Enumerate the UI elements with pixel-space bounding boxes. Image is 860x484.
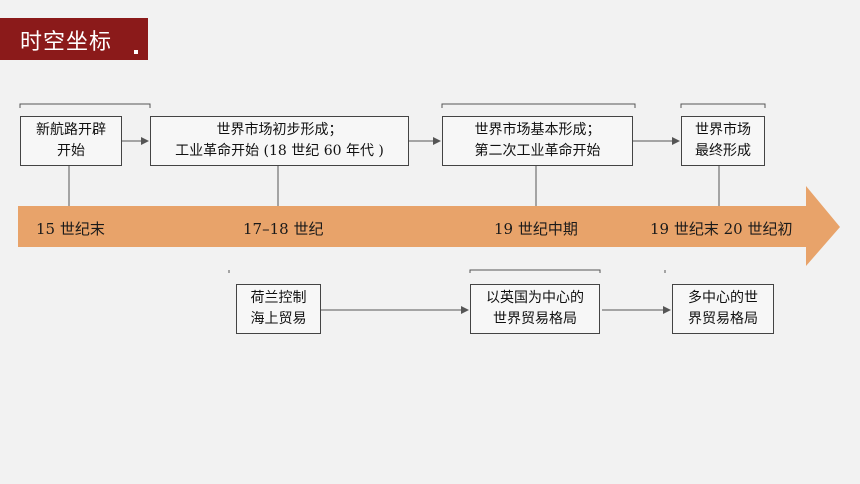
timeline-arrow bbox=[18, 186, 840, 266]
era-label-19c-end: 19 世纪末 20 世纪初 bbox=[650, 220, 793, 238]
event-box-market-initial: 世界市场初步形成； 工业革命开始 (18 世纪 60 年代 ) bbox=[150, 116, 409, 166]
event-box-line: 工业革命开始 (18 世纪 60 年代 ) bbox=[175, 143, 384, 159]
event-box-line: 最终形成 bbox=[695, 143, 751, 159]
top-bracket-2 bbox=[441, 103, 636, 108]
top-bracket-3 bbox=[680, 103, 766, 108]
trade-box-dutch: 荷兰控制 海上贸易 bbox=[236, 284, 321, 334]
event-box-line: 新航路开辟 bbox=[36, 122, 106, 138]
event-box-new-route: 新航路开辟 开始 bbox=[20, 116, 122, 166]
event-box-market-final: 世界市场 最终形成 bbox=[681, 116, 765, 166]
title-underline bbox=[0, 58, 148, 60]
event-box-line: 第二次工业革命开始 bbox=[474, 143, 601, 159]
trade-box-line: 多中心的世 bbox=[688, 290, 758, 306]
event-box-market-basic: 世界市场基本形成； 第二次工业革命开始 bbox=[442, 116, 633, 166]
bottom-bracket-2 bbox=[469, 269, 601, 273]
trade-box-line: 界贸易格局 bbox=[688, 311, 758, 327]
trade-box-line: 海上贸易 bbox=[250, 311, 307, 327]
event-box-line: 开始 bbox=[57, 143, 85, 159]
event-box-line: 世界市场基本形成； bbox=[474, 122, 601, 138]
top-bracket-1 bbox=[19, 103, 151, 108]
trade-box-british: 以英国为中心的 世界贸易格局 bbox=[470, 284, 600, 334]
trade-box-multicenter: 多中心的世 界贸易格局 bbox=[672, 284, 774, 334]
era-label-15c: 15 世纪末 bbox=[36, 220, 105, 238]
era-label-17-18c: 17–18 世纪 bbox=[243, 220, 324, 238]
era-label-19c-mid: 19 世纪中期 bbox=[494, 220, 578, 238]
title-decoration-dot bbox=[134, 50, 138, 54]
section-title-banner: 时空坐标 bbox=[0, 18, 148, 58]
event-box-line: 世界市场 bbox=[695, 122, 751, 138]
trade-box-line: 以英国为中心的 bbox=[486, 290, 584, 306]
section-title: 时空坐标 bbox=[20, 30, 113, 55]
trade-box-line: 世界贸易格局 bbox=[493, 311, 577, 327]
trade-box-line: 荷兰控制 bbox=[250, 290, 307, 306]
event-box-line: 世界市场初步形成； bbox=[216, 122, 343, 138]
